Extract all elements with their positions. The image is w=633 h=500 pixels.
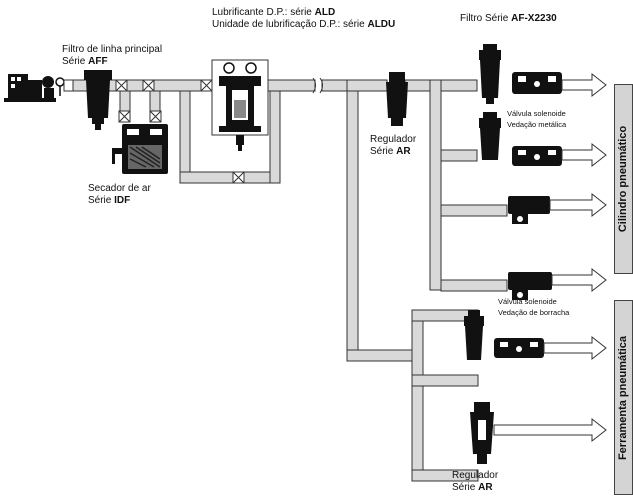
regulator-bottom-line1: Regulador <box>452 470 499 481</box>
lubricator-label: Lubrificante D.P.: série ALD Unidade de … <box>212 7 395 31</box>
cylinder-category-label: Cilindro pneumático <box>617 125 630 233</box>
dryer-label: Secador de ar Série IDF <box>88 183 151 207</box>
dryer-prefix: Série <box>88 195 115 206</box>
filter-af-middle <box>479 112 501 160</box>
lubricator-line1-prefix: Lubrificante D.P.: série <box>212 7 315 18</box>
regulator-top-series: AR <box>396 146 411 157</box>
solenoid-valve-1 <box>512 72 562 94</box>
regulator-top <box>386 72 408 126</box>
filter-af-prefix: Filtro Série <box>460 13 512 24</box>
pipe-break-symbol <box>312 77 323 94</box>
compressor-icon <box>4 74 74 102</box>
regulator-top-label: Regulador Série AR <box>370 134 416 158</box>
isolation-valves <box>115 79 245 184</box>
lubricator-line2-prefix: Unidade de lubrificação D.P.: série <box>212 19 368 30</box>
tool-category-box: Ferramenta pneumática <box>614 300 633 495</box>
regulator-bottom-series: AR <box>478 482 493 493</box>
output-arrows <box>493 72 607 443</box>
main-filter-series: AFF <box>88 56 108 67</box>
main-filter-label: Filtro de linha principal Série AFF <box>62 44 162 68</box>
cylinder-category-box: Cilindro pneumático <box>614 84 633 274</box>
filter-tool <box>464 310 484 360</box>
main-filter-prefix: Série <box>62 56 89 67</box>
regulator-bottom-prefix: Série <box>452 482 479 493</box>
cylinder-valve-3 <box>508 196 550 224</box>
solenoid-valve-rubber <box>494 338 544 358</box>
tool-category-label: Ferramenta pneumática <box>617 335 630 460</box>
dryer-line1: Secador de ar <box>88 183 151 194</box>
filter-af-label: Filtro Série AF-X2230 <box>460 13 557 25</box>
regulator-top-prefix: Série <box>370 146 397 157</box>
filter-af-series: AF-X2230 <box>511 13 557 24</box>
valve-rubber-label: Válvula solenoide Vedação de borracha <box>498 296 569 318</box>
main-filter-line1: Filtro de linha principal <box>62 44 163 55</box>
valve-rubber-line2: Vedação de borracha <box>498 308 570 317</box>
regulator-bottom-label: Regulador Série AR <box>452 470 498 494</box>
lubricator-line2-series: ALDU <box>367 19 396 30</box>
valve-metal-line1: Válvula solenoide <box>507 109 566 118</box>
air-dryer <box>112 124 168 174</box>
valve-rubber-line1: Válvula solenoide <box>498 297 557 306</box>
cylinder-valve-4 <box>508 272 552 300</box>
dryer-series: IDF <box>114 195 131 206</box>
solenoid-valve-2 <box>512 146 562 166</box>
lubricator-line1-series: ALD <box>314 7 336 18</box>
regulator-top-line1: Regulador <box>370 134 417 145</box>
lubricator-unit <box>211 59 269 151</box>
regulator-bottom <box>470 402 494 464</box>
valve-metal-line2: Vedação metálica <box>507 120 567 129</box>
filter-af-top <box>479 44 501 104</box>
main-line-filter <box>84 70 112 130</box>
valve-metal-label: Válvula solenoide Vedação metálica <box>507 108 566 130</box>
main-pipeline <box>71 79 508 482</box>
